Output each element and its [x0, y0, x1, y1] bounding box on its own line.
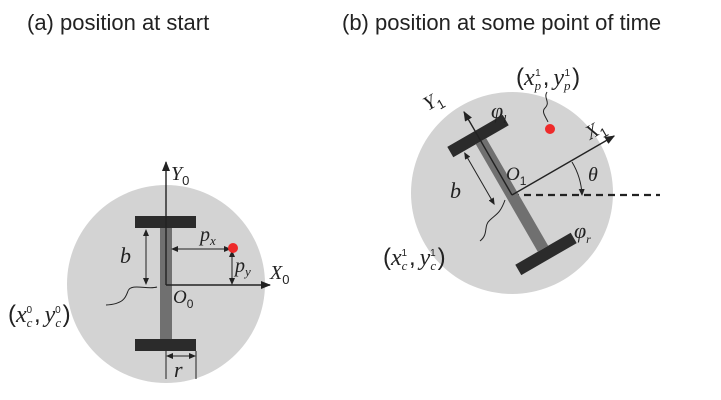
caption-a: (a) position at start — [27, 10, 209, 35]
point-label-b: (xp1,yp1) — [516, 64, 580, 93]
b-label-a: b — [120, 243, 131, 268]
theta-arc — [571, 161, 585, 196]
panel-b: Y1 X1 O1 b φl φr θ (xp1,yp1) (xc1,yc1) — [383, 64, 660, 294]
o0-label: O0 — [173, 287, 194, 311]
x1-axis — [511, 135, 616, 196]
b-label-b: b — [450, 178, 461, 203]
caption-b: (b) position at some point of time — [342, 10, 661, 35]
target-point-b — [545, 124, 555, 134]
robot-frame-b — [447, 110, 616, 276]
y0-label: Y0 — [171, 163, 189, 188]
o1-label: O1 — [506, 164, 527, 188]
target-point-a — [228, 243, 238, 253]
b-dimension-b — [464, 152, 495, 205]
center-label-b: (xc1,yc1) — [383, 244, 446, 273]
py-label: py — [233, 255, 251, 279]
center-leader-a — [105, 286, 158, 306]
center-leader-b — [479, 199, 506, 242]
phi-r-label: φr — [574, 218, 591, 246]
r-label: r — [174, 357, 183, 382]
px-label: px — [198, 224, 216, 248]
theta-label: θ — [588, 164, 598, 186]
bottom-wheel-a — [135, 339, 196, 351]
phi-l-label: φl — [491, 98, 507, 126]
right-wheel-b — [515, 232, 577, 276]
center-label-a: (xc0,yc0) — [8, 301, 71, 330]
x0-label: X0 — [269, 262, 289, 287]
point-leader-b — [543, 91, 549, 123]
y1-label: Y1 — [420, 87, 448, 118]
panel-a: Y0 X0 O0 b r px py (xc0,yc0) — [8, 161, 289, 383]
